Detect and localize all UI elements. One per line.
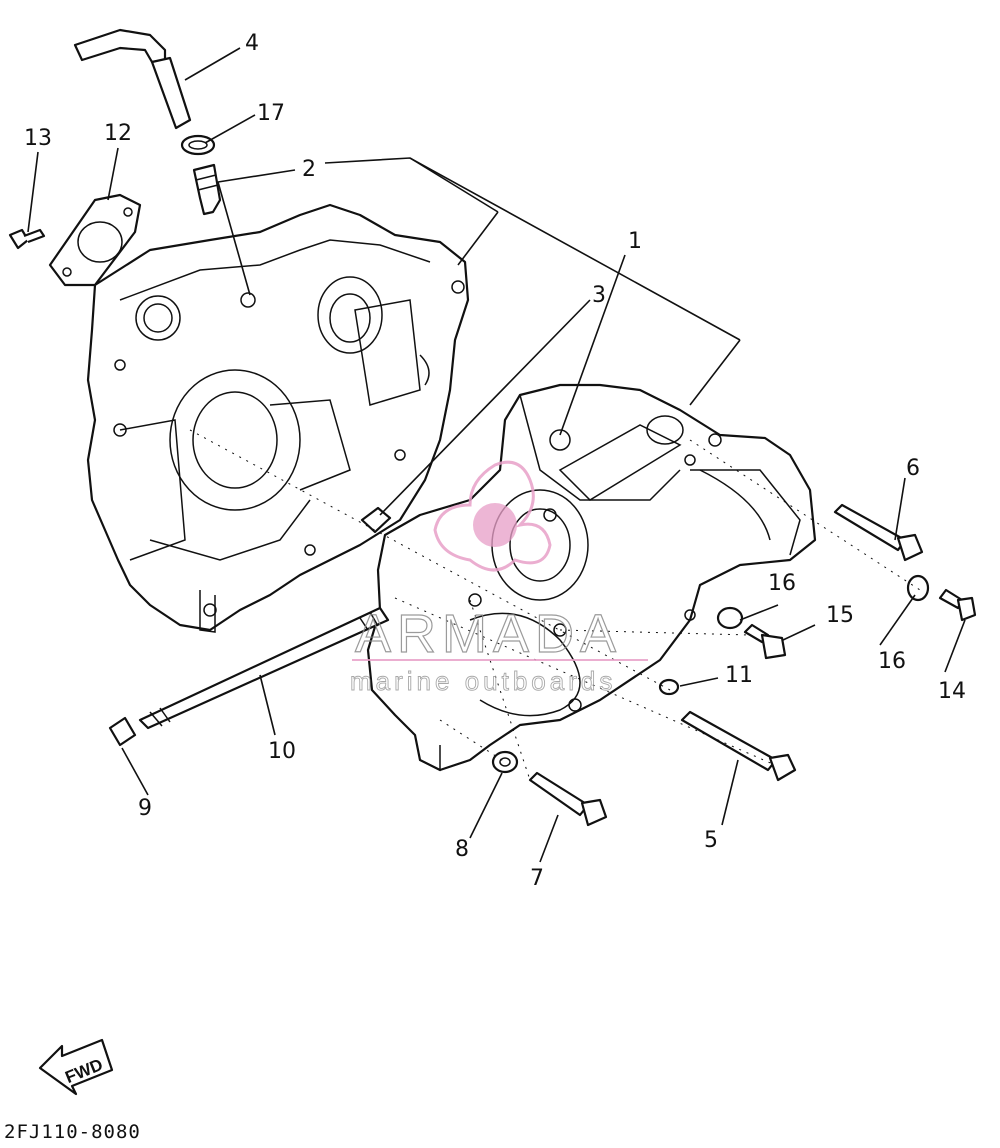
crankcase-right	[366, 383, 817, 772]
callout-12: 12	[104, 121, 132, 146]
fwd-arrow: FWD	[38, 1038, 114, 1096]
bolt-13	[8, 228, 46, 250]
sleeve-9	[108, 716, 137, 747]
callout-16-right: 16	[878, 649, 906, 674]
callout-17: 17	[257, 101, 285, 126]
long-stud	[138, 606, 390, 730]
callout-13: 13	[24, 126, 52, 151]
diagram-code: 2FJ110-8080	[4, 1121, 141, 1143]
callouts: 4 17 2 12 13 1 3 6 16 15 16 14 11 10 9 8…	[24, 31, 966, 891]
callout-5: 5	[704, 828, 718, 853]
callout-4: 4	[245, 31, 259, 56]
gasket-plate	[48, 193, 142, 287]
bolt-5	[680, 710, 797, 782]
bolt-15	[743, 623, 787, 660]
breather-fitting	[192, 163, 222, 216]
assembly-lines	[189, 429, 921, 781]
watermark: ARMADA marine outboards	[350, 460, 648, 696]
watermark-brand: ARMADA	[355, 604, 622, 664]
watermark-logo-dot	[473, 503, 517, 547]
callout-1: 1	[628, 229, 642, 254]
callout-16-upper: 16	[768, 571, 796, 596]
callout-15: 15	[826, 603, 854, 628]
leader-lines	[27, 47, 966, 863]
callout-9: 9	[138, 796, 152, 821]
callout-10: 10	[268, 739, 296, 764]
callout-3: 3	[592, 283, 606, 308]
o-ring-11	[658, 678, 680, 696]
bolt-6	[833, 503, 924, 562]
hose-clip	[180, 134, 216, 156]
callout-8: 8	[455, 837, 469, 862]
callout-7: 7	[530, 866, 544, 891]
dowel-pin	[360, 506, 392, 534]
breather-hose	[73, 28, 192, 130]
bolt-7	[528, 771, 608, 827]
washer-16-right	[906, 574, 930, 602]
bolt-14	[938, 588, 977, 622]
callout-11: 11	[725, 663, 753, 688]
watermark-logo	[433, 460, 552, 572]
callout-14: 14	[938, 679, 966, 704]
washer-8	[491, 750, 519, 774]
callout-6: 6	[906, 456, 920, 481]
watermark-tagline: marine outboards	[350, 666, 616, 696]
callout-2: 2	[302, 157, 316, 182]
washer-16-upper	[716, 606, 744, 630]
